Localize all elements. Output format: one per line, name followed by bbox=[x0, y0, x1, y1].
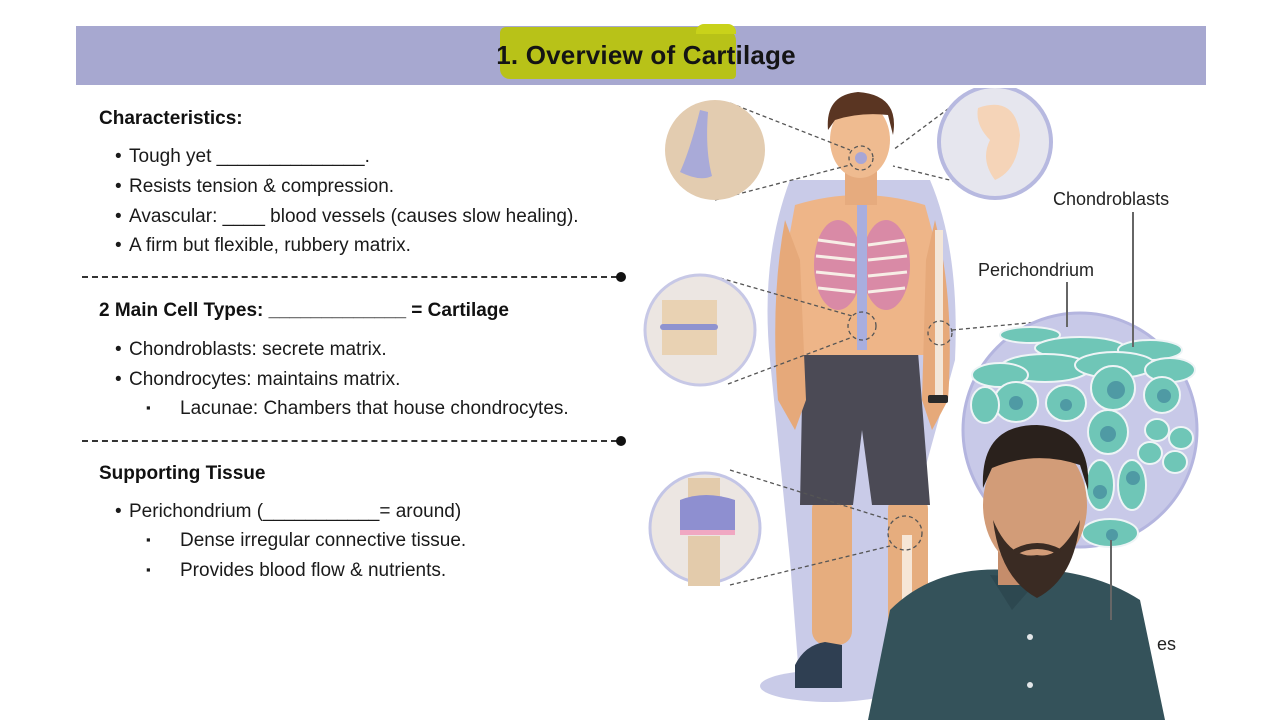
list-item: •Chondroblasts: secrete matrix. bbox=[115, 339, 387, 360]
list-item: •A firm but flexible, rubbery matrix. bbox=[115, 235, 411, 256]
section-heading-cell-types: 2 Main Cell Types: _____________ = Carti… bbox=[99, 300, 509, 321]
sub-list-item: ▪Dense irregular connective tissue. bbox=[146, 530, 467, 551]
sub-list-item: ▪Lacunae: Chambers that house chondrocyt… bbox=[146, 398, 569, 419]
list-item: •Avascular: ____ blood vessels (causes s… bbox=[115, 206, 579, 227]
divider-endpoint bbox=[616, 436, 626, 446]
label-perichondrium: Perichondrium bbox=[978, 260, 1095, 280]
human-body-cartilage-illustration bbox=[643, 88, 1199, 720]
section-heading-characteristics: Characteristics: bbox=[99, 108, 243, 129]
slide-title: 1. Overview of Cartilage bbox=[496, 40, 796, 70]
list-item: •Resists tension & compression. bbox=[115, 176, 395, 197]
leader-line-chondroblasts bbox=[1132, 212, 1134, 347]
sub-list-item: ▪Provides blood flow & nutrients. bbox=[146, 560, 447, 581]
list-item: •Tough yet ______________. bbox=[115, 146, 370, 167]
label-chondroblasts: Chondroblasts bbox=[1053, 189, 1170, 209]
section-heading-supporting-tissue: Supporting Tissue bbox=[99, 463, 266, 484]
section-divider bbox=[82, 276, 617, 278]
section-divider bbox=[82, 440, 617, 442]
list-item: •Perichondrium (___________= around) bbox=[115, 501, 462, 522]
leader-line-chondrocytes bbox=[1110, 540, 1112, 620]
label-chondrocytes-partial: es bbox=[1157, 634, 1177, 654]
leader-line-perichondrium bbox=[1066, 282, 1068, 327]
title-highlight-annotation bbox=[500, 24, 736, 79]
divider-endpoint bbox=[616, 272, 626, 282]
list-item: •Chondrocytes: maintains matrix. bbox=[115, 369, 401, 390]
